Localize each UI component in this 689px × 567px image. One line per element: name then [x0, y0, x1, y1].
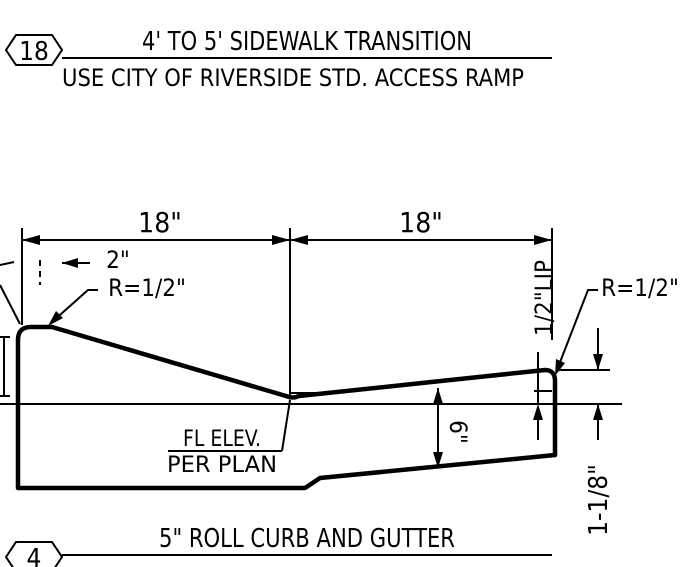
radius-right-leader [556, 289, 598, 371]
bottom-note-line1: 5" ROLL CURB AND GUTTER [159, 524, 455, 554]
edge-leader-line [0, 284, 21, 325]
radius-right-label: R=1/2" [601, 274, 679, 302]
arrow-head [533, 404, 543, 420]
top-note-line1: 4' TO 5' SIDEWALK TRANSITION [142, 27, 472, 57]
arrow-head [290, 235, 308, 245]
arrow-head [22, 235, 40, 245]
arrow-head [48, 311, 63, 326]
dim-text-curb-height: 1-1/8" [584, 464, 614, 536]
fl-elev-callout: FL ELEV. PER PLAN [167, 399, 291, 478]
radius-left-leader [51, 289, 98, 323]
arrow-head [433, 452, 443, 468]
dim-text-left-width: 18" [138, 206, 182, 239]
arrow-head [433, 388, 443, 404]
edge-mark [0, 261, 15, 266]
arrow-head [593, 404, 603, 420]
fl-label-line1: FL ELEV. [183, 427, 261, 452]
curb-profile-outline [15, 324, 558, 491]
dimension-curb-height: 1-1/8" [558, 328, 614, 536]
dim-text-gutter-depth: 6" [444, 420, 472, 444]
arrow-head [534, 235, 552, 245]
dim-text-lip: 1/2"LIP [530, 260, 558, 336]
arrow-head [593, 354, 603, 370]
arrow-head [272, 235, 290, 245]
top-note: 18 4' TO 5' SIDEWALK TRANSITION USE CITY… [4, 27, 552, 92]
radius-right-callout: R=1/2" [555, 274, 679, 376]
arrow-head [62, 258, 78, 268]
dimension-gutter-depth: 6" [433, 388, 472, 468]
fl-label-line2: PER PLAN [167, 453, 277, 478]
top-note-number: 18 [19, 37, 49, 67]
dimension-lip: 1/2"LIP [530, 260, 558, 440]
fl-leader-line [281, 399, 291, 452]
dimension-offset: 2" [39, 246, 130, 285]
bottom-note-hex-tag [4, 541, 64, 567]
radius-left-label: R=1/2" [108, 274, 186, 302]
bottom-note: 4 5" ROLL CURB AND GUTTER [4, 524, 552, 567]
dimension-left-width: 18" [21, 206, 291, 396]
dim-text-right-width: 18" [399, 206, 443, 239]
bottom-note-number: 4 [27, 544, 42, 567]
arrow-head [555, 359, 565, 376]
dim-text-offset: 2" [106, 246, 130, 274]
dimension-right-width: 18" [290, 206, 553, 340]
radius-left-callout: R=1/2" [48, 274, 186, 326]
top-note-line2: USE CITY OF RIVERSIDE STD. ACCESS RAMP [62, 64, 524, 92]
top-note-hex-tag [4, 34, 64, 66]
